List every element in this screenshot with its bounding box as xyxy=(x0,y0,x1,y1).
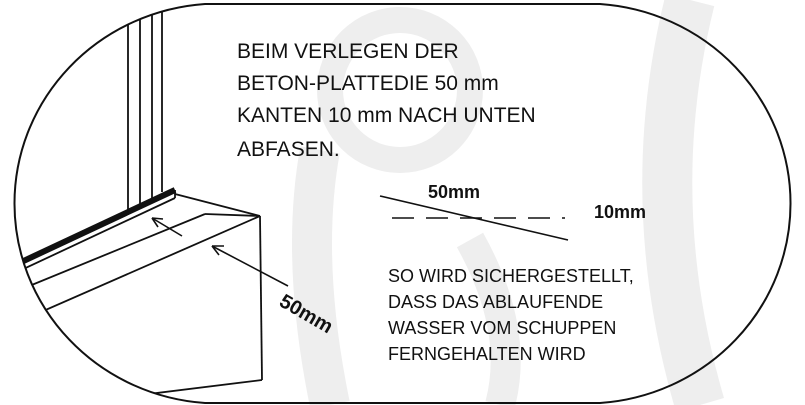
instruction-line-1: BEIM VERLEGEN DER xyxy=(237,40,459,63)
slab-front-top xyxy=(14,215,261,331)
arrowhead-lower xyxy=(211,245,224,256)
slab-back-edge xyxy=(174,193,261,217)
chamfer-sketch xyxy=(379,195,569,241)
watermark-logo xyxy=(292,0,724,405)
arrow-upper xyxy=(151,217,183,237)
slab-drawing xyxy=(14,4,263,403)
sill-edge-lower xyxy=(14,197,176,281)
slab-right-edge xyxy=(259,215,263,381)
caption-line-2: DASS DAS ABLAUFENDE xyxy=(388,292,603,312)
chamfer-slope-line xyxy=(379,195,569,241)
slab-bottom-edge xyxy=(59,379,263,403)
caption-line-1: SO WIRD SICHERGESTELLT, xyxy=(388,266,634,286)
chamfer-edge xyxy=(14,213,206,299)
detail-callout-outline xyxy=(13,3,792,404)
instruction-line-3: KANTEN 10 mm NACH UNTEN xyxy=(237,104,536,127)
chamfer-edge xyxy=(204,213,261,217)
leader-arrows xyxy=(151,217,289,287)
arrowhead-upper xyxy=(151,217,164,228)
caption-line-3: WASSER VOM SCHUPPEN xyxy=(388,318,616,338)
instruction-line-4: ABFASEN. xyxy=(237,138,340,161)
instruction-line-2: BETON-PLATTEDIE 50 mm xyxy=(237,72,499,95)
caption-line-4: FERNGEHALTEN WIRD xyxy=(388,344,586,364)
chamfer-width-label: 50mm xyxy=(428,182,480,202)
sill-edge xyxy=(14,187,177,275)
arrow-lower xyxy=(211,245,289,287)
chamfer-depth-label: 10mm xyxy=(594,202,646,222)
